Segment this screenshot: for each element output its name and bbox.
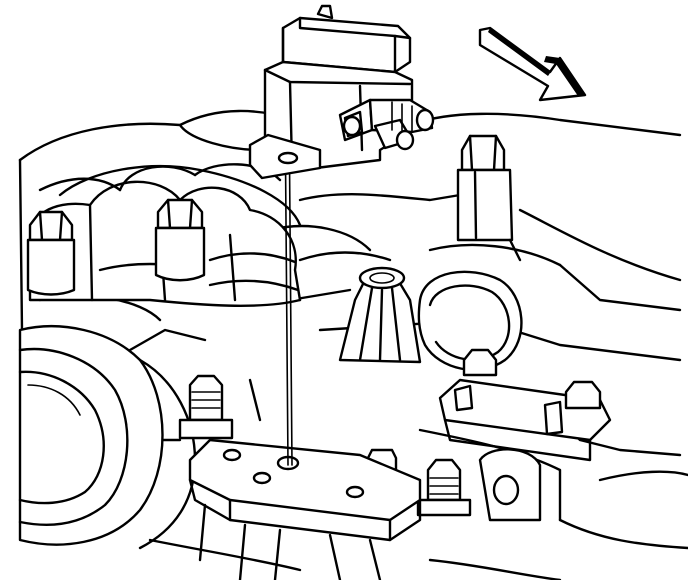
mounting-boss	[478, 448, 542, 522]
stud-bolt	[178, 374, 234, 440]
bolt-icon	[26, 210, 76, 296]
forward-direction-arrow-icon	[478, 26, 587, 102]
rear-bracket	[438, 348, 612, 462]
harmonic-balancer	[18, 325, 207, 550]
stud-bolt	[416, 458, 472, 517]
sensor-housing	[338, 266, 422, 364]
mounting-bracket-component	[188, 438, 422, 580]
bolt-icon	[154, 198, 206, 282]
bolt-icon	[456, 134, 522, 262]
vacuum-solenoid-component	[248, 4, 435, 180]
